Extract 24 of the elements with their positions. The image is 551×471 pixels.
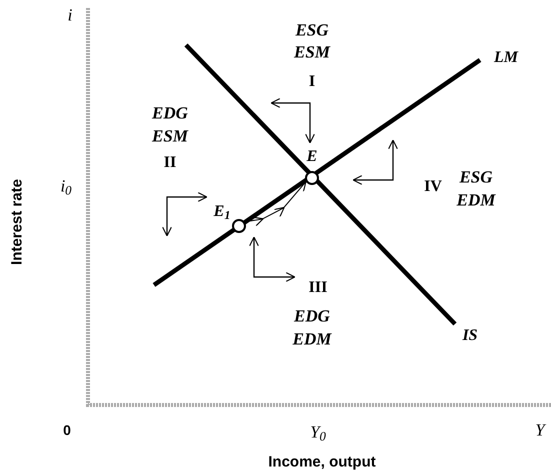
region-number: I	[308, 74, 316, 90]
point-label: E$_{1}$	[214, 204, 230, 220]
region-number: II	[164, 155, 176, 171]
region-number: III	[308, 280, 328, 296]
region-label: ESM	[294, 44, 330, 60]
region-label: EDM	[456, 192, 496, 208]
region-label: ESM	[152, 128, 188, 144]
axis-tick-label: Y$_{0}$	[310, 424, 326, 440]
axis-tick-label: 0	[63, 423, 71, 437]
point-label: E	[306, 149, 318, 165]
region-label: EDG	[152, 104, 188, 122]
region-label: ESG	[459, 168, 493, 186]
axis-title: Income, output	[268, 454, 376, 470]
axis-tick-label: Y	[535, 422, 545, 438]
curve-label: IS	[462, 328, 478, 344]
region-label: EDG	[294, 308, 330, 324]
region-label: EDM	[292, 330, 332, 348]
equilibrium-point	[232, 219, 246, 233]
region-number: IV	[424, 179, 442, 195]
axis-tick-label: i$_{0}$	[60, 178, 72, 194]
axis-tick-label: i	[68, 6, 72, 24]
axis-title: Interest rate	[10, 179, 24, 265]
region-label: ESG	[295, 22, 329, 38]
curve-label: LM	[494, 50, 518, 66]
